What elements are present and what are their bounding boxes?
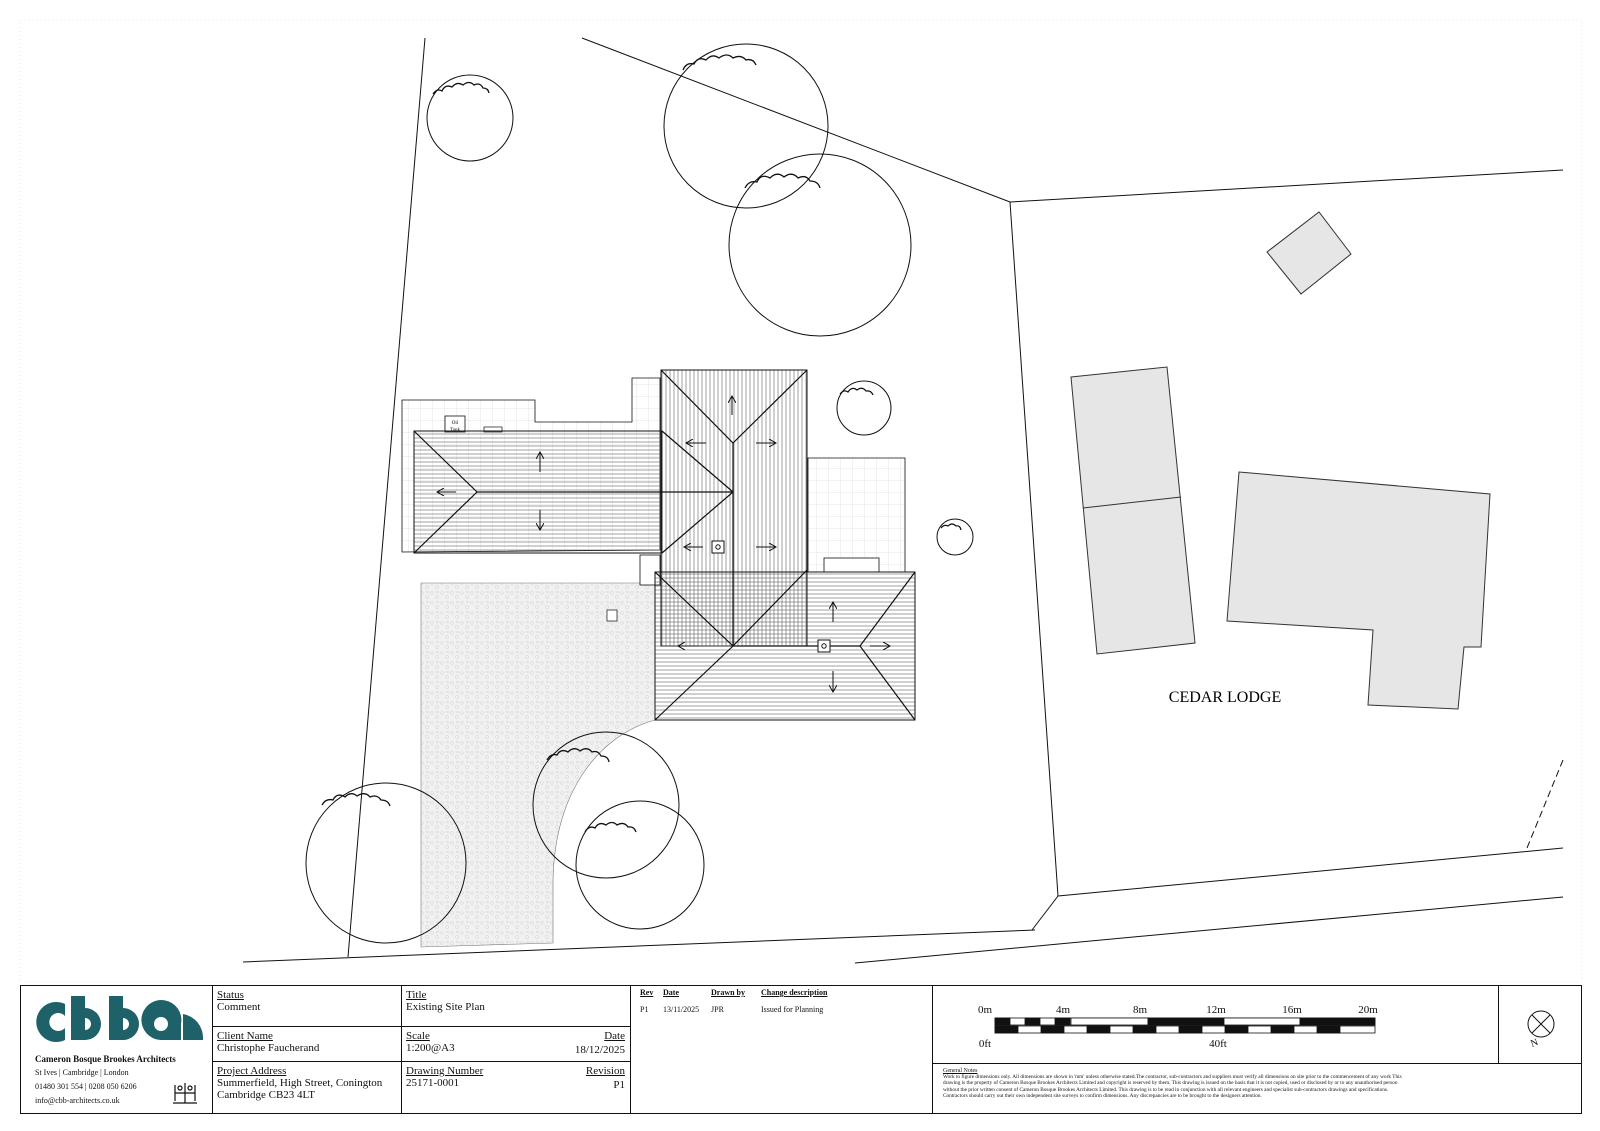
neighbour-label: CEDAR LODGE [1169,689,1281,706]
address-line2: Cambridge CB23 4LT [217,1089,315,1101]
scale-date-cell: Scale 1:200@A3 Date 18/12/2025 [402,1027,631,1062]
svg-text:Oil: Oil [452,421,459,426]
practice-name: Cameron Bosque Brookes Architects [35,1054,176,1064]
change-col-header: Change description [761,988,828,997]
tree [426,74,514,162]
trees [305,43,974,944]
title-cell: Title Existing Site Plan [402,986,631,1027]
scale-label: Scale [406,1030,430,1042]
date-label: Date [604,1030,625,1042]
tree [836,380,892,436]
table-row: P1 13/11/2025 JPR Issued for Planning [631,1005,931,1017]
north-label: N [1529,1037,1540,1050]
practice-phones: 01480 301 554 | 0208 050 6206 [35,1082,137,1091]
scale-label-20m: 20m [1358,1004,1378,1016]
scale-label-0m: 0m [978,1004,993,1016]
tree [728,153,912,337]
status-value: Comment [217,1001,261,1013]
revisions-table: Rev Date Drawn by Change description P1 … [631,986,933,1113]
tree [305,782,467,944]
revisions-header: Rev Date Drawn by Change description [631,988,931,1000]
neighbouring-buildings [1070,211,1491,710]
tree [663,43,829,209]
general-notes-line4: Contractors should carry out their own i… [943,1093,1262,1100]
practice-logo [36,996,203,1042]
scale-value: 1:200@A3 [406,1042,455,1054]
scale-label-8m: 8m [1133,1004,1148,1016]
practice-email[interactable]: info@cbb-architects.co.uk [35,1096,120,1105]
drawing-number-label: Drawing Number [406,1065,484,1077]
title-block: Cameron Bosque Brookes Architects St Ive… [20,985,1582,1114]
logo-cell: Cameron Bosque Brookes Architects St Ive… [21,986,213,1113]
revision-cell: P1 [640,1005,649,1014]
tree [936,518,974,556]
scale-label-0ft: 0ft [979,1038,991,1050]
scale-label-4m: 4m [1056,1004,1071,1016]
client-value: Christophe Faucherand [217,1042,320,1054]
scale-label-40ft: 40ft [1209,1038,1227,1050]
general-notes-line2: drawing is the property of Cameron Bosqu… [943,1080,1398,1087]
scale-label-12m: 12m [1206,1004,1226,1016]
practice-offices: St Ives | Cambridge | London [35,1068,129,1077]
status-label: Status [217,989,244,1001]
scale-label-16m: 16m [1282,1004,1302,1016]
drawn-by-col-header: Drawn by [711,988,746,997]
address-cell: Project Address Summerfield, High Street… [213,1062,402,1113]
drawn-by-cell: JPR [711,1005,724,1014]
accreditation-icon [173,1083,197,1104]
revision-date-cell: 13/11/2025 [663,1005,700,1014]
general-notes: General Notes Work to figure dimensions … [933,1064,1581,1113]
status-cell: Status Comment [213,986,402,1027]
site-boundaries [242,37,1564,964]
general-notes-heading: General Notes [943,1068,978,1074]
client-label: Client Name [217,1030,273,1042]
north-arrow-icon: N [1527,1010,1555,1050]
drawing-title: Existing Site Plan [406,1001,485,1013]
date-value: 18/12/2025 [574,1044,625,1056]
change-description-cell: Issued for Planning [761,1005,824,1014]
date-col-header: Date [663,988,679,997]
scale-bar-cell: 0m 4m 8m 12m 16m 20m 0ft 40ft [933,986,1499,1064]
revision-label: Revision [585,1065,625,1077]
client-cell: Client Name Christophe Faucherand [213,1027,402,1062]
gravel-driveway [420,582,656,948]
tree [575,800,705,930]
drawing-number-cell: Drawing Number 25171-0001 Revision P1 [402,1062,631,1113]
rev-col-header: Rev [640,988,654,997]
scale-bar: 0m 4m 8m 12m 16m 20m 0ft 40ft [978,1004,1378,1050]
revision-value: P1 [613,1079,625,1091]
roof-pitch-arrows [437,396,890,692]
general-notes-line1: Work to figure dimensions only. All dime… [943,1074,1402,1080]
tree [532,731,680,879]
title-label: Title [406,989,427,1001]
address-line1: Summerfield, High Street, Conington [217,1077,383,1089]
address-label: Project Address [217,1065,287,1077]
north-point-cell: N [1499,986,1581,1064]
drawing-number-value: 25171-0001 [406,1077,460,1089]
general-notes-line3: without the prior written consent of Cam… [943,1086,1389,1093]
